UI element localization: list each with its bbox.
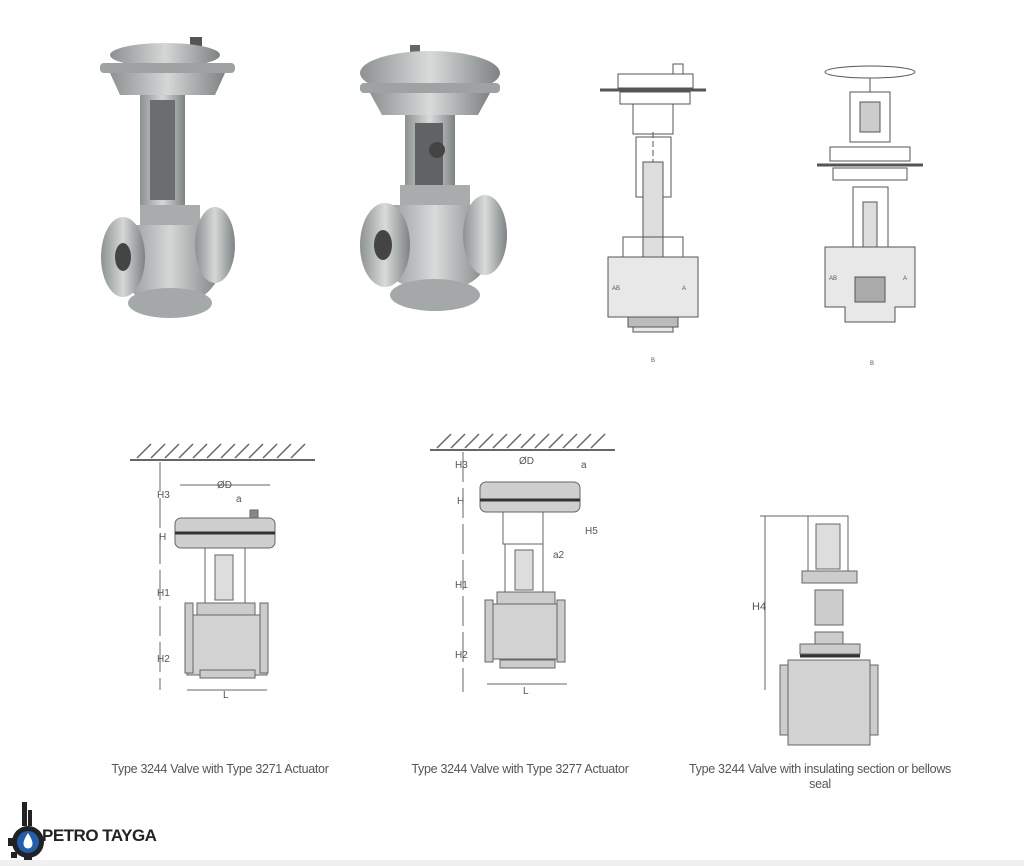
dim-label-a-2: a <box>581 460 587 471</box>
dim-label-h3: H3 <box>157 490 170 501</box>
dim-label-h: H <box>159 532 166 543</box>
section-label-a-2: A <box>903 276 907 282</box>
dim-label-l-2: L <box>523 686 529 697</box>
bottom-divider <box>0 860 1024 866</box>
caption-3271: Type 3244 Valve with Type 3271 Actuator <box>111 762 329 776</box>
section-label-b: B <box>651 358 655 364</box>
valve-photo-3277 <box>360 45 507 311</box>
section-label-a: A <box>682 286 686 292</box>
dimension-drawing-3271: H3 ØD a H H1 H2 L <box>130 443 315 700</box>
dim-label-h5: H5 <box>585 526 598 537</box>
section-label-b-2: B <box>870 361 874 367</box>
dim-label-l: L <box>223 690 229 700</box>
sectional-drawing-standard: AB A B <box>600 63 706 364</box>
dim-label-a: a <box>236 494 242 505</box>
dim-label-h1: H1 <box>157 588 170 599</box>
dim-label-od-2: ØD <box>519 456 534 467</box>
dim-label-h-2: H <box>457 496 464 507</box>
dim-label-h3-2: H3 <box>455 460 468 471</box>
sectional-drawing-handwheel: AB A B <box>817 65 923 367</box>
petro-tayga-logo-icon <box>8 802 44 862</box>
section-label-ab: AB <box>612 286 620 292</box>
caption-bellows: Type 3244 Valve with insulating section … <box>688 762 951 791</box>
dim-label-h2: H2 <box>157 654 170 665</box>
dim-label-h4: H4 <box>752 601 766 613</box>
dimension-drawing-3277: H3 ØD a H H5 a2 H1 H2 L <box>430 433 615 697</box>
dimension-drawing-bellows: H4 <box>752 515 879 746</box>
dim-label-a2: a2 <box>553 550 565 561</box>
brand-name: PETRO TAYGA <box>42 826 157 845</box>
dim-label-h1-2: H1 <box>455 580 468 591</box>
dim-label-od: ØD <box>217 480 232 491</box>
caption-3277: Type 3244 Valve with Type 3277 Actuator <box>411 762 629 776</box>
valve-photo-3271 <box>100 37 235 318</box>
section-label-ab-2: AB <box>829 276 837 282</box>
dim-label-h2-2: H2 <box>455 650 468 661</box>
